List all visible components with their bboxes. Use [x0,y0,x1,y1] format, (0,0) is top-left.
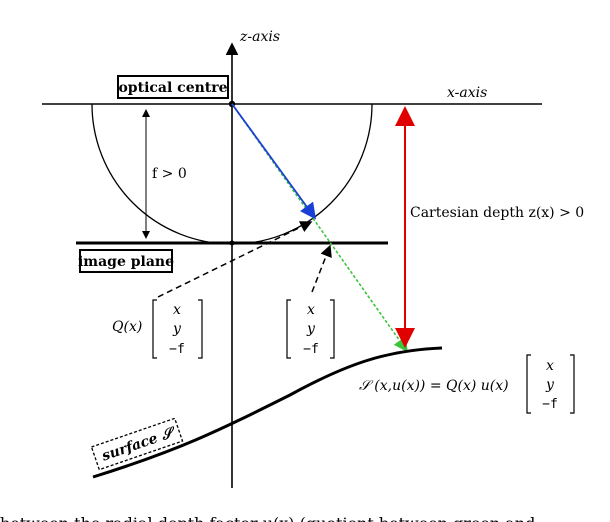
svg-text:x: x [307,302,315,318]
svg-text:x: x [173,302,181,318]
optical-centre-box [117,75,229,99]
image-point-pointer-arrow [311,244,332,293]
x-axis-label: x-axis [447,85,487,101]
svg-text:−f: −f [303,342,319,357]
caption-text: between the radial depth factor u(x) (qu… [0,514,535,522]
blue-ray [231,103,317,220]
optical-centre-label: optical centre [118,80,227,96]
image-plane-dot [229,240,235,246]
svg-text:−f: −f [169,342,185,357]
svg-text:y: y [545,377,555,393]
svg-text:y: y [172,321,182,337]
q-prefix: Q(x) [112,319,142,335]
surface-formula-group: 𝒮 (x,u(x)) = Q(x) u(x) x y −f [359,354,575,414]
focal-length-label: f > 0 [152,166,187,182]
image-plane-label: image plane [78,254,174,270]
surface-curve [92,346,443,479]
surface-formula: 𝒮 (x,u(x)) = Q(x) u(x) [359,378,509,394]
svg-text:x: x [546,358,554,374]
svg-text:−f: −f [542,397,558,412]
q-pointer-arrow [157,221,313,298]
svg-text:y: y [306,321,316,337]
depth-label: Cartesian depth z(x) > 0 [410,205,584,221]
image-plane-box [79,249,173,273]
image-point-vector-group: x y −f [286,299,335,359]
z-axis-label: z-axis [239,29,280,45]
q-vector-group: Q(x) x y −f [112,299,203,359]
